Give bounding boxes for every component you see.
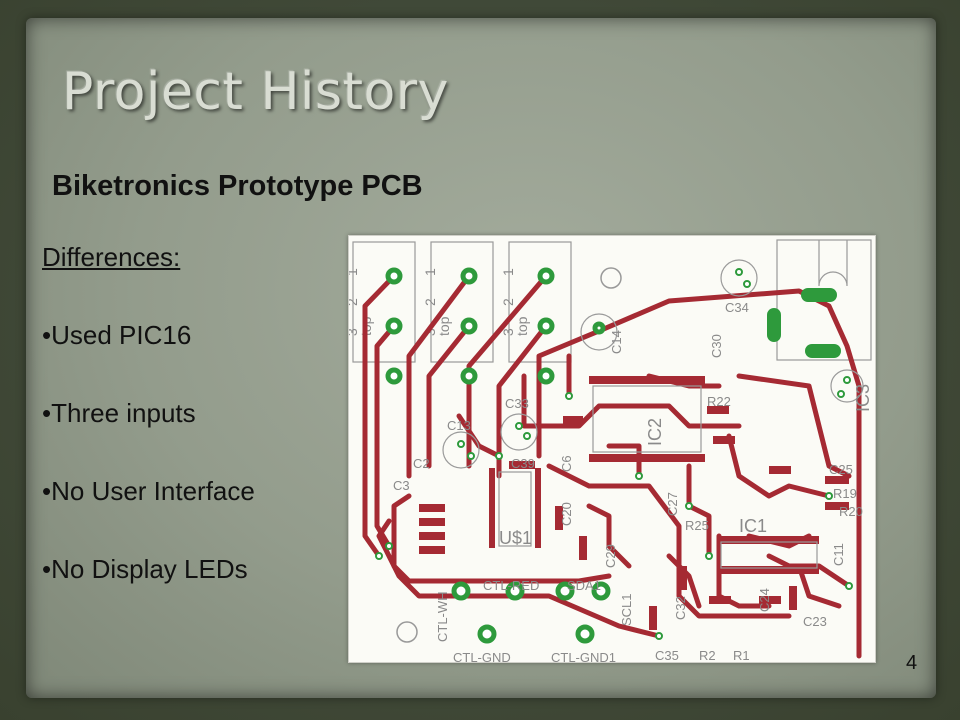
label-ic1: IC1 bbox=[739, 516, 767, 536]
label-c30: C30 bbox=[709, 334, 724, 358]
pin-label: 1 bbox=[500, 268, 516, 276]
bullet-item: •Three inputs bbox=[42, 398, 196, 428]
label-ctl-red: CTL-RED bbox=[483, 578, 539, 593]
pcb-layout-image: 1 2 3 top 1 2 3 top 1 2 3 top bbox=[348, 235, 876, 663]
bullet-item: •No Display LEDs bbox=[42, 554, 248, 584]
pcb-drawing: 1 2 3 top 1 2 3 top 1 2 3 top bbox=[349, 239, 873, 662]
pin-label: 3 bbox=[349, 328, 360, 336]
label-c3: C3 bbox=[393, 478, 410, 493]
mounting-holes bbox=[396, 267, 622, 643]
connector-pad-labels: CTL-WH CTL-RED SDA1 SCL1 CTL-GND CTL-GND… bbox=[435, 578, 634, 662]
pin-label: 1 bbox=[349, 268, 360, 276]
label-r2: R2 bbox=[699, 648, 716, 662]
ic-labels: IC2 IC1 IC3 U$1 bbox=[499, 384, 873, 548]
label-c2: C2 bbox=[413, 456, 430, 471]
label-r20: R20 bbox=[839, 504, 863, 519]
label-ctl-gnd: CTL-GND bbox=[453, 650, 511, 662]
label-ctl-gnd1: CTL-GND1 bbox=[551, 650, 616, 662]
bullet-item: •Used PIC16 bbox=[42, 320, 192, 350]
label-c33: C33 bbox=[505, 396, 529, 411]
label-ic2: IC2 bbox=[645, 418, 665, 446]
label-sda1: SDA1 bbox=[567, 578, 601, 593]
label-us1: U$1 bbox=[499, 528, 532, 548]
pin-label: 2 bbox=[500, 298, 516, 306]
label-ic3: IC3 bbox=[853, 384, 873, 412]
connector-top-label: top bbox=[514, 316, 530, 336]
ic-outlines bbox=[442, 259, 864, 569]
label-ctl-wh: CTL-WH bbox=[435, 591, 450, 642]
label-r25: R25 bbox=[685, 518, 709, 533]
dc-jack-pads bbox=[767, 288, 841, 358]
label-r19: R19 bbox=[833, 486, 857, 501]
bullet-item: •No User Interface bbox=[42, 476, 255, 506]
slide-title: Project History bbox=[62, 62, 449, 122]
pin-label: 3 bbox=[500, 328, 516, 336]
pin-label: 1 bbox=[422, 268, 438, 276]
label-c11: C11 bbox=[831, 543, 846, 566]
slide-subtitle: Biketronics Prototype PCB bbox=[52, 170, 423, 202]
differences-list: Differences: •Used PIC16 •Three inputs •… bbox=[42, 238, 255, 628]
label-c39: C39 bbox=[511, 456, 535, 471]
label-c14: C14 bbox=[609, 330, 624, 354]
label-c20: C20 bbox=[559, 502, 574, 526]
label-c13: C13 bbox=[447, 418, 471, 433]
label-c24: C24 bbox=[757, 588, 772, 612]
label-r22: R22 bbox=[707, 394, 731, 409]
label-c32: C32 bbox=[673, 596, 688, 620]
pcb-traces bbox=[362, 273, 862, 659]
label-c34: C34 bbox=[725, 300, 749, 315]
smd-pads bbox=[419, 376, 849, 630]
label-r1: R1 bbox=[733, 648, 750, 662]
label-c29: C29 bbox=[603, 544, 618, 568]
pin-label: 2 bbox=[422, 298, 438, 306]
label-c27: C27 bbox=[665, 492, 680, 516]
label-scl1: SCL1 bbox=[619, 593, 634, 626]
page-number: 4 bbox=[906, 652, 918, 674]
label-c6: C6 bbox=[559, 455, 574, 472]
label-c35: C35 bbox=[655, 648, 679, 662]
label-c25: C25 bbox=[829, 462, 853, 477]
through-hole-pads bbox=[385, 267, 611, 644]
differences-heading: Differences: bbox=[42, 242, 181, 272]
label-c23: C23 bbox=[803, 614, 827, 629]
connector-top-label: top bbox=[436, 316, 452, 336]
small-vias bbox=[375, 268, 853, 640]
pin-label: 2 bbox=[349, 298, 360, 306]
component-labels: C13 C33 C34 C30 C14 C2 C3 C39 C6 C20 C29… bbox=[393, 300, 863, 662]
